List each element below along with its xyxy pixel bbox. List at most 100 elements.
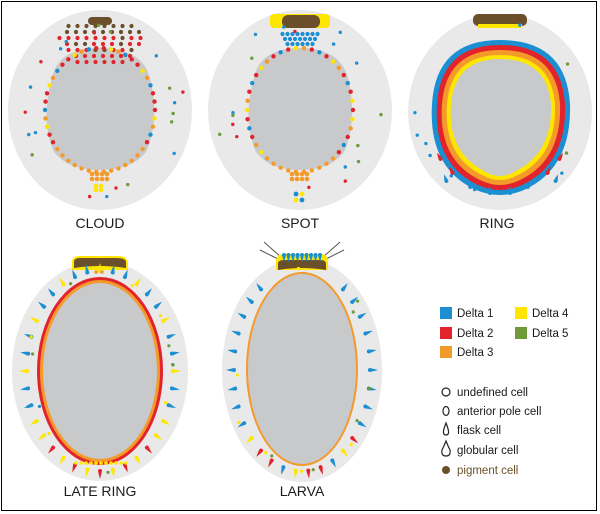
cell-dot (343, 179, 347, 183)
cell-dot (263, 450, 268, 455)
cell-dot (106, 470, 110, 474)
cell-dot (345, 80, 350, 86)
globular-outline-icon (441, 439, 451, 457)
cell-dot (111, 35, 116, 41)
flask-cell (291, 253, 295, 262)
cell-dot (282, 25, 286, 29)
cell-dot (250, 134, 255, 140)
cell-dot (286, 168, 291, 173)
cell-dot (94, 461, 98, 465)
cell-dot (120, 35, 125, 41)
cell-dot (169, 120, 174, 124)
cell-dot (102, 35, 107, 41)
cell-dot (60, 153, 65, 158)
cell-dot (101, 45, 106, 51)
flask-cell (237, 421, 247, 428)
cell-dot (104, 461, 108, 465)
legend-label-undefined-cell: undefined cell (457, 387, 528, 399)
flask-cell (268, 458, 274, 468)
cell-dot (79, 49, 84, 54)
flask-cell (281, 465, 286, 475)
cell-dot (111, 23, 116, 29)
flask-cell (286, 253, 291, 262)
cell-dot (324, 54, 329, 59)
cell-dot (309, 47, 314, 52)
cell-dot (565, 62, 570, 66)
flask-cell (363, 330, 373, 336)
cell-dot (75, 47, 80, 53)
cell-dot (98, 267, 102, 271)
flask-cell (166, 334, 177, 339)
cell-dot (102, 23, 107, 29)
pigment-spot (88, 17, 112, 25)
cell-dot (118, 29, 124, 35)
legend-label-globular-cell: globular cell (457, 445, 518, 457)
cell-dot (98, 183, 104, 189)
cell-dot (307, 185, 311, 190)
cell-dot (560, 171, 564, 175)
cell-dot (294, 176, 300, 182)
cell-dot (94, 176, 100, 182)
cell-dot (415, 133, 419, 137)
cell-dot (290, 41, 295, 47)
cell-dot (293, 197, 299, 203)
cell-dot (258, 149, 264, 155)
flask-cell (368, 368, 378, 372)
flask-cell (122, 462, 128, 473)
flask-cell (85, 264, 90, 275)
inner-core (450, 59, 552, 176)
cell-dot (299, 176, 305, 182)
flask-cell (508, 186, 512, 195)
cell-dot (29, 335, 33, 339)
inner-core (46, 48, 155, 170)
flask-cell (59, 277, 66, 287)
cell-dot (72, 52, 77, 58)
cell-dot (30, 153, 34, 157)
flask-cell (29, 317, 39, 324)
legend-label-anterior-pole-cell: anterior pole cell (457, 406, 541, 418)
flask-cell (134, 455, 141, 465)
cell-dot (114, 461, 118, 465)
flask-cell (318, 253, 322, 262)
cell-dot (109, 41, 115, 47)
cell-dot (124, 461, 128, 465)
cell-dot (93, 35, 98, 41)
flask-cell (171, 369, 181, 373)
cell-dot (217, 132, 222, 136)
cell-dot (564, 151, 569, 155)
cell-dot (99, 176, 105, 182)
cell-dot (91, 41, 97, 47)
flask-cell (166, 403, 177, 408)
cell-dot (75, 59, 80, 65)
cell-dot (330, 59, 336, 64)
cell-dot (79, 461, 83, 465)
cell-dot (100, 270, 104, 274)
pigment-dot-icon (442, 466, 450, 474)
cell-dot (66, 47, 71, 53)
cell-dot (86, 47, 92, 52)
flask-cell (37, 433, 47, 441)
cell-dot (171, 111, 175, 116)
cell-dot (148, 132, 153, 137)
cell-dot (138, 35, 143, 41)
cell-dot (150, 91, 156, 96)
cell-dot (55, 146, 60, 152)
cell-dot (100, 29, 106, 35)
pigment-spot (278, 260, 326, 270)
cell-dot (129, 57, 134, 62)
oval-outline-icon (442, 405, 450, 417)
cell-dot (120, 47, 125, 53)
cell-dot (289, 171, 295, 177)
legend-label-delta1: Delta 1 (457, 308, 493, 320)
cell-dot (171, 363, 175, 367)
stage-label-cloud: CLOUD (75, 215, 124, 231)
stage-label-larva: LARVA (280, 483, 325, 499)
cell-dot (105, 194, 109, 199)
cell-dot (84, 59, 89, 65)
cell-dot (293, 191, 299, 197)
cell-dot (116, 166, 121, 171)
cell-dot (82, 29, 88, 35)
flask-cell (161, 317, 171, 324)
flask-cell (306, 468, 311, 479)
flask-cell (557, 152, 563, 161)
